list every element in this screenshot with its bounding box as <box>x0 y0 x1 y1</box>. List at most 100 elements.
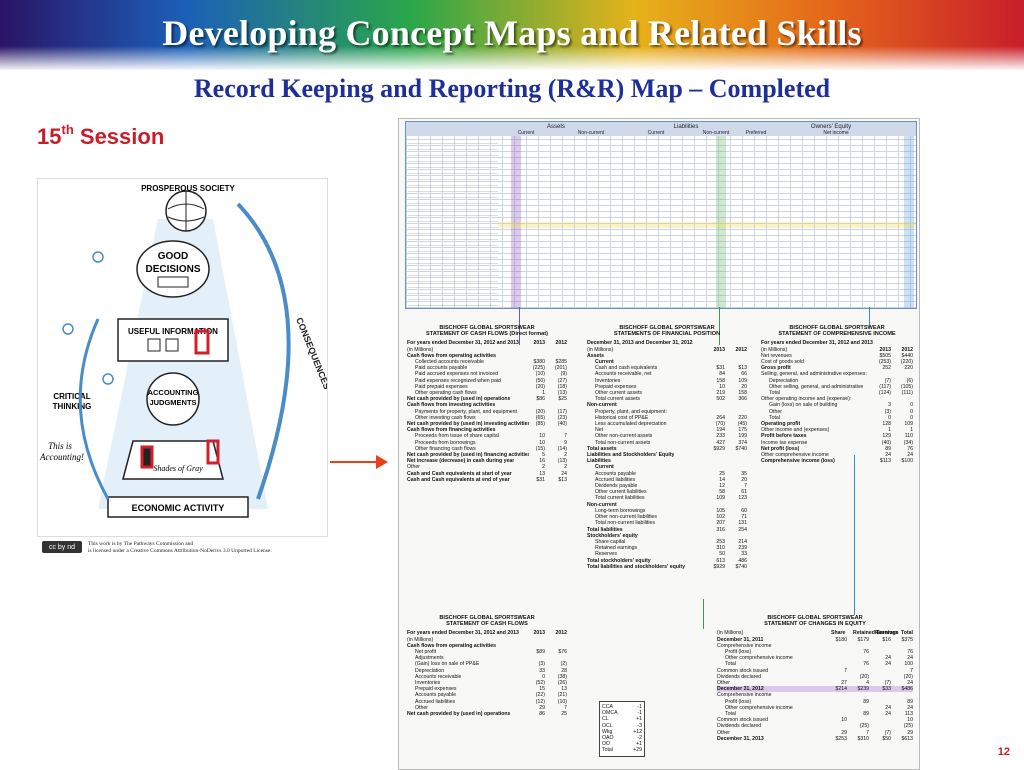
row-value: 25 <box>719 470 725 477</box>
row-label: Total <box>725 711 736 718</box>
row-value: 109 <box>904 421 913 428</box>
cash-flow-indirect-statement: BISCHOFF GLOBAL SPORTSWEAR STATEMENT OF … <box>407 615 567 717</box>
row-label: Paid accounts payable <box>415 365 468 372</box>
equity-row: December 31, 2012$214$239$33$486 <box>717 686 913 693</box>
row-value: 253 <box>716 538 725 545</box>
cfd-company: BISCHOFF GLOBAL SPORTSWEAR <box>439 325 535 331</box>
statement-row: Paid expenses recognized when paid(50)(2… <box>407 378 567 384</box>
row-value: 1 <box>542 390 545 397</box>
row-value: 29 <box>907 729 913 736</box>
row-value: (23) <box>557 414 567 421</box>
statement-row: Accrued liabilities(12)(10) <box>407 699 567 705</box>
row-value: 109 <box>716 495 725 502</box>
row-value: $613 <box>901 735 913 742</box>
row-label: Proceeds from borrowings <box>415 439 476 446</box>
row-value: 24 <box>885 711 891 718</box>
row-label: Long-term borrowings <box>595 507 646 514</box>
legend-value: +29 <box>633 747 642 754</box>
row-value: 35 <box>741 470 747 477</box>
statement-row: Liabilities <box>587 458 747 464</box>
rr-map-document: Assets Liabilities Owners' Equity Curren… <box>398 118 920 770</box>
row-label: Inventories <box>415 680 441 687</box>
fp-unit: (in Millions) <box>587 346 614 353</box>
row-value: $13 <box>558 476 567 483</box>
cfi-year-0: 2013 <box>533 630 545 637</box>
row-value: 89 <box>907 698 913 705</box>
row-label: Non-current <box>587 501 617 508</box>
row-label: Accounts receivable, net <box>595 371 652 378</box>
statement-row: Liabilities and Stockholders' Equity <box>587 452 747 458</box>
fp-year-0: 2013 <box>713 346 725 353</box>
row-value: (52) <box>535 680 545 687</box>
row-value: (65) <box>535 414 545 421</box>
row-value: (117) <box>879 383 891 390</box>
row-label: Total liabilities and stockholders' equi… <box>587 563 685 570</box>
row-value: 29 <box>539 704 545 711</box>
row-value: (3) <box>884 408 891 415</box>
row-label: Liabilities and Stockholders' Equity <box>587 452 675 459</box>
row-label: Net <box>595 427 604 434</box>
row-value: 84 <box>719 371 725 378</box>
legend-value: +12 <box>633 728 642 735</box>
statement-row: Paid accrued expenses not invoiced(10)(9… <box>407 371 567 377</box>
row-value: $214 <box>835 686 847 693</box>
row-value: 24 <box>907 704 913 711</box>
row-value: 123 <box>738 495 747 502</box>
row-value: (34) <box>903 439 913 446</box>
statement-row: Cash flows from financing activities <box>407 427 567 433</box>
row-value: 28 <box>561 667 567 674</box>
row-label: Other current assets <box>595 390 642 397</box>
row-value: (38) <box>557 673 567 680</box>
row-value: 310 <box>716 545 725 552</box>
row-value: (225) <box>532 365 545 372</box>
statement-row: Property, plant, and equipment: <box>587 409 747 415</box>
row-value: (50) <box>535 377 545 384</box>
row-value: (25) <box>903 723 913 730</box>
row-label: Net cash provided by (used in) operation… <box>407 396 511 403</box>
row-label: Total <box>769 390 780 397</box>
row-label: Gross profit <box>761 365 791 372</box>
equity-row: Comprehensive income <box>717 692 913 698</box>
row-label: Net profit <box>415 649 437 656</box>
connector-cash <box>519 307 520 345</box>
license-note: cc by nd This work is by The Pathways Co… <box>42 541 298 555</box>
ce-col-3: Total <box>900 630 913 637</box>
matrix-highlight-total <box>904 136 914 308</box>
row-label: Net cash provided by (used in) financing… <box>407 452 529 459</box>
row-value: 613 <box>716 557 725 564</box>
row-value: 366 <box>738 396 747 403</box>
row-value: 264 <box>716 414 725 421</box>
prosperous-society-label: PROSPEROUS SOCIETY <box>141 184 235 193</box>
row-value: $285 <box>555 359 567 366</box>
this-is-label: This is <box>48 441 72 451</box>
row-label: December 31, 2011 <box>717 636 764 643</box>
row-value: (13) <box>557 390 567 397</box>
row-value: $929 <box>713 445 725 452</box>
row-value: 175 <box>738 427 747 434</box>
session-number: 15 <box>37 124 62 149</box>
row-value: $239 <box>857 686 869 693</box>
row-label: Total non-current liabilities <box>595 520 655 527</box>
row-value: $13 <box>738 365 747 372</box>
thinking-label: THINKING <box>53 402 92 411</box>
legend-value: -3 <box>637 722 642 729</box>
legend-value: -1 <box>637 704 642 710</box>
row-value: 316 <box>716 526 725 533</box>
legend-key: CL <box>602 716 609 723</box>
row-label: Other financing cash flows <box>415 445 476 452</box>
legend-row: Total+29 <box>602 747 642 753</box>
statement-row: Assets <box>587 353 747 359</box>
row-value: $100 <box>901 458 913 465</box>
row-value: (25) <box>859 723 869 730</box>
